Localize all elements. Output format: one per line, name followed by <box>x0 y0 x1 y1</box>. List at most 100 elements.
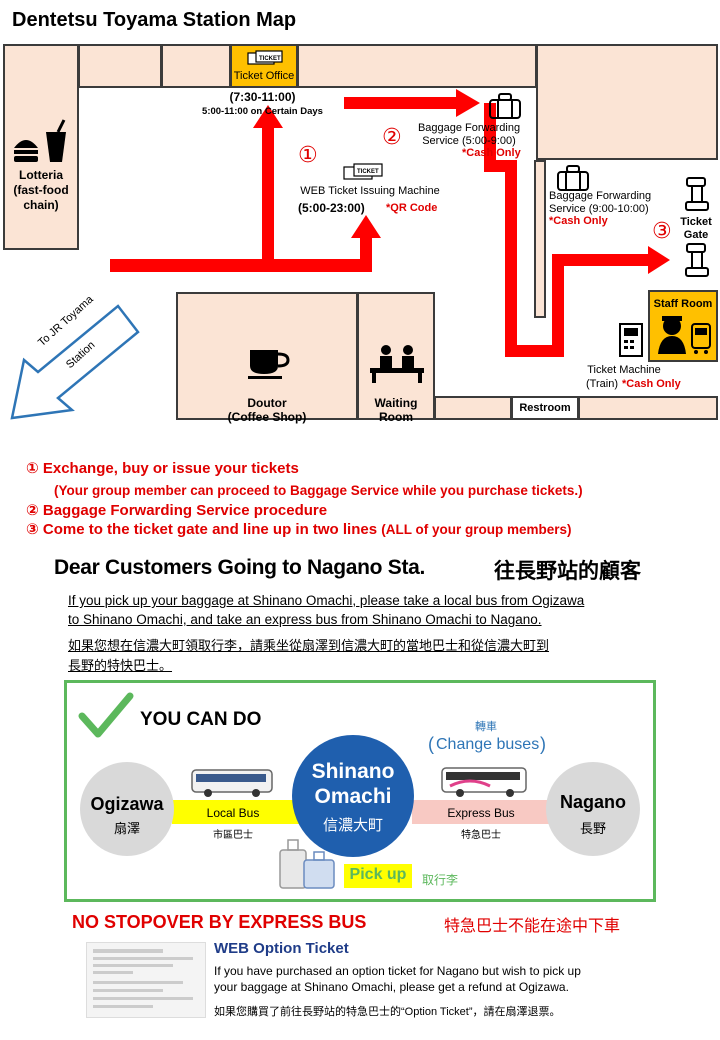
ogizawa-circle <box>80 762 174 856</box>
local-bus-label: Local Bus <box>206 806 260 820</box>
ticket-office-note: 5:00-11:00 on Certain Days <box>202 106 323 117</box>
lotteria-line3: chain) <box>23 198 59 212</box>
you-can-do: YOU CAN DO <box>140 709 262 730</box>
web-option-en-1: If you have purchased an option ticket f… <box>214 964 581 978</box>
local-bus-zh: 市區巴士 <box>213 830 253 841</box>
ticket-machine-line1: Ticket Machine <box>587 364 661 376</box>
step-2-text: ② Baggage Forwarding Service procedure <box>26 502 328 519</box>
web-option-en-2: your baggage at Shinano Omachi, please g… <box>214 980 569 994</box>
local-bus-icon <box>191 769 273 797</box>
ogizawa-en: Ogizawa <box>90 794 164 814</box>
doutor-line1: Doutor <box>247 396 287 410</box>
step-1-text: ① Exchange, buy or issue your tickets <box>26 460 299 477</box>
web-machine-hours: (5:00-23:00) <box>298 201 365 215</box>
baggage2-line2: Service (9:00-10:00) <box>549 203 649 215</box>
no-stopover-zh: 特急巴士不能在途中下車 <box>444 918 621 935</box>
nagano-en: Nagano <box>559 792 626 812</box>
gate-icon-bottom <box>684 242 710 280</box>
baggage2-note: *Cash Only <box>549 215 608 227</box>
nagano-circle <box>546 762 640 856</box>
web-machine-label: WEB Ticket Issuing Machine <box>300 185 440 197</box>
pickup-label: Pick up <box>349 866 407 883</box>
step-3-sub: (ALL of your group members) <box>381 522 572 537</box>
option-ticket-image <box>86 942 206 1018</box>
step-1-marker: ① <box>298 142 318 167</box>
web-ticket-icon: TICKET <box>342 162 386 182</box>
express-bus-icon <box>441 767 527 797</box>
express-bus-bar <box>412 800 552 824</box>
room-top-3 <box>297 44 537 88</box>
change-bracket-right: ) <box>540 734 546 754</box>
step-3-marker: ③ <box>652 218 672 243</box>
web-option-title: WEB Option Ticket <box>214 940 349 957</box>
baggage1-note: *Cash Only <box>462 147 521 159</box>
ticket-machine-note: *Cash Only <box>622 378 681 390</box>
para-zh-2: 長野的特快巴士。 <box>68 658 173 673</box>
doutor-line2: (Coffee Shop) <box>227 410 307 424</box>
suitcase-icon-2 <box>556 164 590 192</box>
change-zh: 轉車 <box>475 721 497 733</box>
ticket-gate-line2: Gate <box>683 229 709 241</box>
step-3-text: ③ Come to the ticket gate and line up in… <box>26 520 572 538</box>
change-bracket-left: ( <box>428 734 434 754</box>
pickup-bg <box>344 864 412 888</box>
ticket-icon: TICKET <box>246 50 286 66</box>
para-zh-1: 如果您想在信濃大町領取行李，請乘坐從扇澤到信濃大町的當地巴士和從信濃大町到 <box>68 638 550 653</box>
to-jr-arrow <box>10 304 140 420</box>
restroom-fill <box>511 396 579 420</box>
gate-icon-top <box>684 176 710 214</box>
room-top-1 <box>78 44 162 88</box>
route-arrows <box>110 89 670 357</box>
route-box <box>64 680 656 902</box>
svg-text:TICKET: TICKET <box>357 169 379 175</box>
nagano-heading-zh: 往長野站的顧客 <box>494 560 641 583</box>
station-map: TICKET Ticket Office (7:30-11:00) 5:00-1… <box>0 40 720 455</box>
burger-drink-icon <box>10 118 70 166</box>
baggage1-line2: Service (5:00-9:00) <box>422 135 516 147</box>
ticket-machine-icon <box>618 322 644 358</box>
room-b1-border <box>434 396 512 420</box>
restroom-border <box>511 396 579 420</box>
waiting-line2: Room <box>379 410 413 424</box>
shinano-en-2: Omachi <box>314 785 392 808</box>
waiting-line1: Waiting <box>374 396 418 410</box>
check-icon <box>78 692 134 738</box>
shinano-zh: 信濃大町 <box>322 817 383 834</box>
shinano-en-1: Shinano <box>311 760 395 783</box>
web-machine-note: *QR Code <box>386 202 438 214</box>
step-3-main: ③ Come to the ticket gate and line up in… <box>26 521 378 538</box>
pickup-zh: 取行李 <box>422 873 459 887</box>
para-en-2: to Shinano Omachi, and take an express b… <box>68 612 542 627</box>
web-option-zh: 如果您購買了前往長野站的特急巴士的“Option Ticket”，請在扇澤退票。 <box>214 1006 561 1018</box>
waiting-room <box>357 292 435 420</box>
waiting-seat-icon <box>366 344 428 384</box>
arrow-to-web-machine <box>262 215 381 272</box>
arrow-to-baggage-1 <box>344 89 480 117</box>
svg-text:TICKET: TICKET <box>259 56 281 62</box>
nagano-heading-en: Dear Customers Going to Nagano Sta. <box>54 556 426 579</box>
no-stopover-en: NO STOPOVER BY EXPRESS BUS <box>72 912 367 932</box>
change-en: Change buses <box>436 736 540 753</box>
step-2-marker: ② <box>382 124 402 149</box>
suitcase-icon-1 <box>488 92 522 120</box>
page-title: Dentetsu Toyama Station Map <box>12 9 297 31</box>
lotteria-line2: (fast-food <box>13 183 69 197</box>
lotteria-line1: Lotteria <box>18 168 63 182</box>
baggage1-line1: Baggage Forwarding <box>417 122 521 134</box>
pillar <box>534 160 546 318</box>
room-top-right <box>536 44 718 160</box>
ticket-office-hours: (7:30-11:00) <box>229 90 296 104</box>
room-top-2 <box>161 44 231 88</box>
step-1-sub: (Your group member can proceed to Baggag… <box>54 483 583 498</box>
arrow-to-ticket-office <box>110 105 283 272</box>
para-en-1: If you pick up your baggage at Shinano O… <box>68 593 585 608</box>
staff-room-label: Staff Room <box>653 298 713 310</box>
ticket-gate-line1: Ticket <box>680 216 712 228</box>
ogizawa-zh: 扇澤 <box>113 821 140 836</box>
express-bus-label: Express Bus <box>447 806 515 820</box>
ticket-machine-line2: (Train) <box>586 378 618 390</box>
staff-train-icon <box>652 314 714 356</box>
baggage2-line1: Baggage Forwarding <box>549 190 652 202</box>
express-bus-zh: 特急巴士 <box>461 830 501 841</box>
restroom-label: Restroom <box>519 402 571 414</box>
